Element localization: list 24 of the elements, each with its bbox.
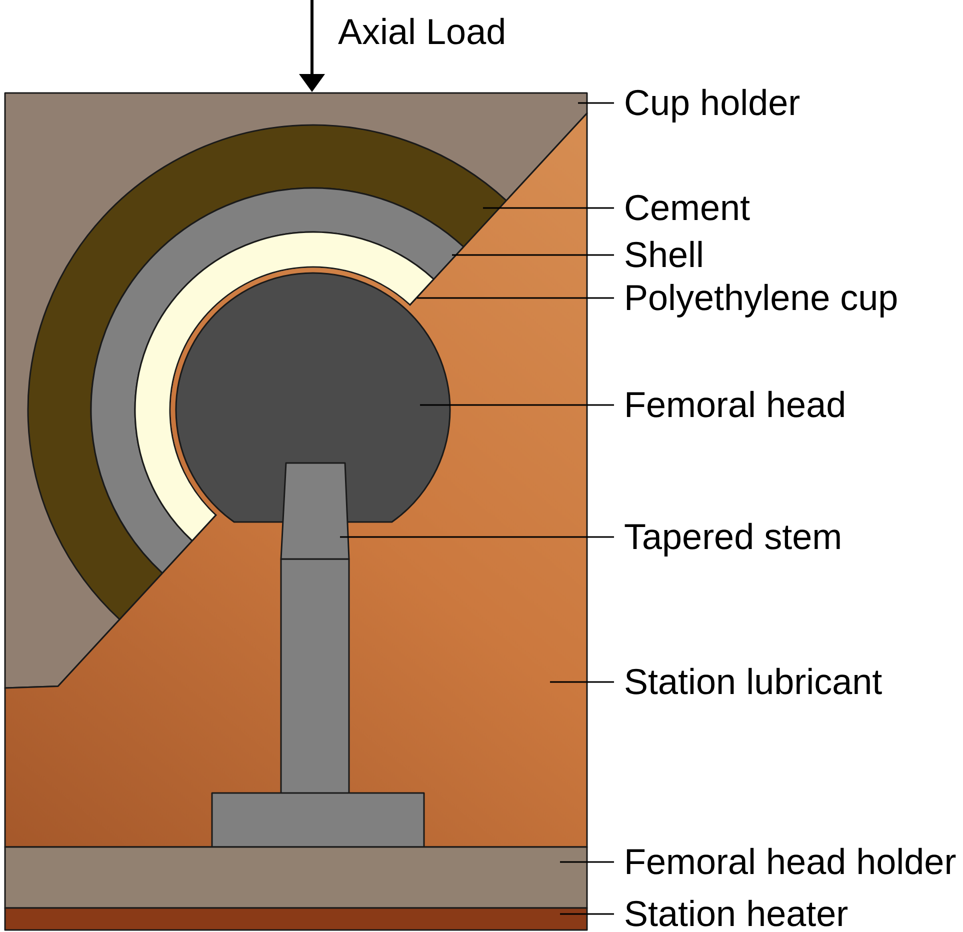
part-label: Tapered stem bbox=[624, 520, 842, 554]
annotation-text: Axial Load bbox=[338, 15, 506, 49]
outer-ring bbox=[28, 124, 508, 620]
part-label: Cup holder bbox=[624, 86, 800, 120]
middle-ring bbox=[90, 187, 464, 574]
leader-line bbox=[417, 297, 614, 299]
base-plate bbox=[4, 846, 588, 909]
part-label: Cement bbox=[624, 191, 750, 225]
part-label: Polyethylene cup bbox=[624, 281, 898, 315]
leader-line bbox=[420, 404, 614, 406]
leader-line bbox=[340, 536, 614, 538]
inner-ring bbox=[134, 231, 434, 542]
bottom-strip bbox=[4, 907, 588, 931]
part-label: Femoral head holder bbox=[624, 845, 956, 879]
leader-line bbox=[578, 102, 614, 104]
leader-line bbox=[560, 861, 614, 863]
part-label: Shell bbox=[624, 238, 704, 272]
leader-line bbox=[452, 254, 614, 256]
part-label: Station lubricant bbox=[624, 665, 882, 699]
leader-line bbox=[560, 913, 614, 915]
leader-line bbox=[550, 681, 614, 683]
part-label: Station heater bbox=[624, 897, 848, 931]
part-label: Femoral head bbox=[624, 388, 846, 422]
leader-line bbox=[483, 207, 614, 209]
